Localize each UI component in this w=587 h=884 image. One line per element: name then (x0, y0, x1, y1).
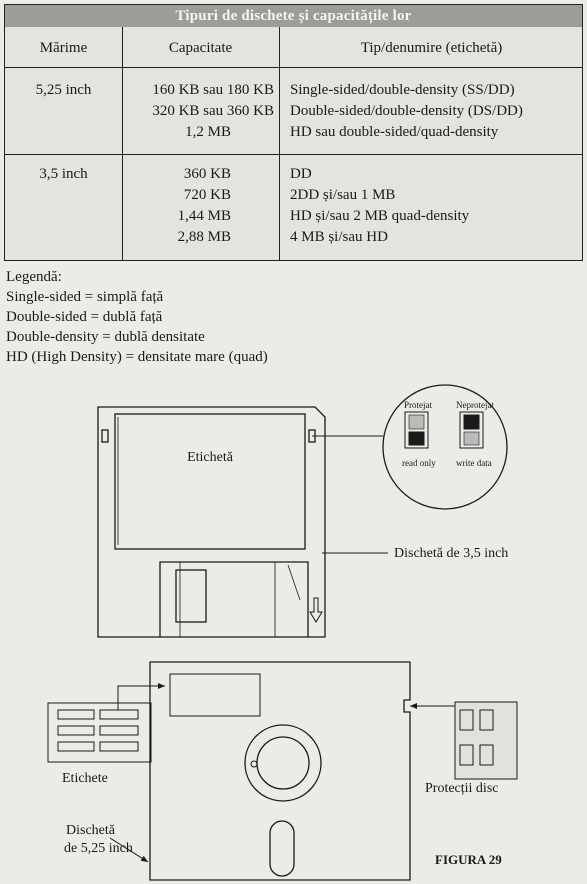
header-capacity: Capacitate (168, 40, 233, 56)
caption-3-5: Dischetă de 3,5 inch (394, 546, 508, 561)
capacity-cell: 2,88 MB (177, 229, 231, 245)
labels-caption: Etichete (62, 771, 108, 786)
label-3-5-text: Etichetă (187, 450, 234, 465)
legend: Legendă: Single-sided = simplă față Doub… (6, 267, 268, 367)
type-cell: 2DD și/sau 1 MB (290, 187, 396, 203)
write-protect-detail (382, 384, 508, 510)
protections-caption: Protecții disc (425, 781, 499, 796)
diskette-5-25-label-area (169, 673, 261, 717)
row-divider (5, 154, 582, 155)
diskette-3-5-label-area (114, 413, 306, 550)
type-cell: 4 MB și/sau HD (290, 229, 388, 245)
table-title: Tipuri de dischete și capacitățile lor (5, 5, 582, 27)
index-hole (250, 760, 258, 768)
protection-tabs (454, 701, 518, 780)
caption-5-25-line2: de 5,25 inch (64, 841, 133, 856)
diskette-5-25-drawing (149, 661, 411, 881)
capacity-cell: 720 KB (183, 187, 231, 203)
figure-label: FIGURA 29 (435, 852, 502, 867)
unprotected-label: Neprotejat (456, 400, 494, 410)
insert-arrow-icon (309, 597, 323, 623)
unprotected-slider (463, 414, 480, 430)
type-cell: Double-sided/double-density (DS/DD) (290, 103, 523, 119)
shutter (159, 561, 309, 637)
read-window (269, 820, 295, 877)
caption-5-25-line1: Dischetă (66, 823, 116, 838)
column-divider (279, 27, 280, 260)
type-cell: HD sau double-sided/quad-density (290, 124, 499, 140)
capacity-cell: 360 KB (183, 166, 231, 182)
protected-slider (408, 431, 425, 446)
row-size: 3,5 inch (39, 166, 88, 182)
write-data-label: write data (456, 458, 492, 468)
read-only-label: read only (402, 458, 436, 468)
column-divider (122, 27, 123, 260)
hub-hole (256, 736, 310, 790)
header-size: Mărime (39, 40, 88, 56)
capacity-table: Tipuri de dischete și capacitățile lor M… (4, 4, 583, 261)
header-type: Tip/denumire (etichetă) (360, 40, 503, 56)
diskette-3-5-body (97, 406, 326, 638)
protected-label: Protejat (404, 400, 432, 410)
type-cell: HD și/sau 2 MB quad-density (290, 208, 470, 224)
legend-item: Single-sided = simplă față (6, 289, 164, 305)
legend-item: Double-sided = dublă față (6, 309, 163, 325)
hub-ring (244, 724, 322, 802)
capacity-cell: 320 KB sau 360 KB (152, 103, 274, 119)
shutter-window (175, 569, 207, 623)
arrow-to-diskette (109, 837, 149, 863)
legend-title: Legendă: (6, 269, 62, 285)
type-cell: Single-sided/double-density (SS/DD) (290, 82, 515, 98)
diskette-3-5-drawing (97, 406, 326, 638)
header-divider (5, 67, 582, 68)
diskette-5-25-body (149, 661, 411, 881)
capacity-cell: 160 KB sau 180 KB (152, 82, 274, 98)
row-size: 5,25 inch (35, 82, 92, 98)
capacity-cell: 1,2 MB (185, 124, 231, 140)
arrow-to-label (117, 683, 165, 710)
legend-item: HD (High Density) = densitate mare (quad… (6, 349, 268, 365)
labels-sheet (47, 702, 152, 763)
capacity-cell: 1,44 MB (177, 208, 231, 224)
type-cell: DD (290, 166, 312, 182)
legend-item: Double-density = dublă densitate (6, 329, 205, 345)
notch-left (101, 429, 109, 443)
